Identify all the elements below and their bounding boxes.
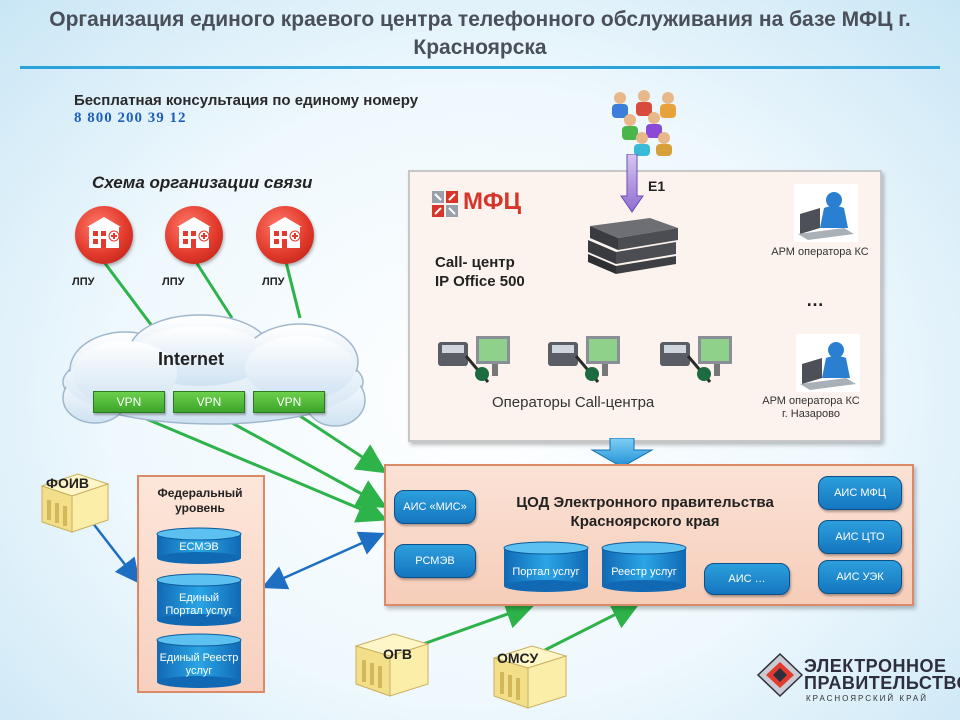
- mfc-to-cod-arrow-icon: [590, 438, 654, 468]
- operator-workstation-icon: [660, 336, 732, 383]
- more-arm-dots: …: [806, 290, 824, 310]
- db-reestr-fed: [156, 633, 242, 688]
- ais-mis-badge: АИС «МИС»: [394, 490, 476, 524]
- operator-desk-icon: [794, 184, 858, 242]
- db-portal-cod: [503, 541, 589, 592]
- mfc-logo-icon: [432, 191, 458, 217]
- db-portal-cod-label: Портал услуг: [512, 566, 580, 578]
- db-portal-fed-label: Единый Портал услуг: [165, 592, 233, 617]
- internet-label: Internet: [158, 349, 225, 369]
- people-group-icon: [612, 90, 676, 156]
- operator-workstation-icon: [438, 336, 510, 383]
- egov-logo-text: ЭЛЕКТРОННОЕ ПРАВИТЕЛЬСТВО: [804, 656, 960, 693]
- lpu-label: ЛПУ: [162, 276, 185, 288]
- operator-workstation-icon: [548, 336, 620, 383]
- egov-logo-icon: [756, 652, 804, 698]
- page-title: Организация единого краевого центра теле…: [49, 8, 911, 59]
- title-divider: [20, 66, 940, 69]
- foiv-label: ФОИВ: [46, 475, 90, 491]
- vpn-badge: VPN: [173, 391, 245, 413]
- government-building-icon: [40, 473, 110, 533]
- ogv-link: [411, 599, 536, 650]
- lpu-label: ЛПУ: [72, 276, 95, 288]
- e1-label: E1: [648, 178, 666, 194]
- foiv-link: [91, 521, 141, 584]
- federal-cod-link: [261, 531, 385, 590]
- arm-ks-label: АРМ оператора КС: [771, 246, 869, 258]
- lpu-link-1: [102, 261, 157, 331]
- ais-more-badge: АИС …: [704, 563, 790, 595]
- government-building-icon: [354, 633, 430, 697]
- omsu-link: [544, 601, 642, 652]
- lpu-link-2: [194, 261, 234, 319]
- db-esmev: [156, 527, 242, 564]
- government-building-icon: [492, 645, 568, 709]
- vpn-link-2: [211, 410, 388, 508]
- federal-title: Федеральный уровень: [157, 486, 243, 515]
- scheme-title: Схема организации связи: [92, 173, 313, 192]
- rsmev-badge: РСМЭВ: [394, 544, 476, 578]
- vpn-badge: VPN: [253, 391, 325, 413]
- lpu-link-3: [284, 261, 302, 319]
- hospital-icon: [75, 206, 133, 264]
- hospital-icon: [165, 206, 223, 264]
- lpu-label: ЛПУ: [262, 276, 285, 288]
- omsu-label: ОМСУ: [497, 650, 539, 666]
- server-icon: [588, 218, 678, 274]
- vpn-link-1: [129, 410, 388, 523]
- vpn-badge: VPN: [93, 391, 165, 413]
- db-portal-fed: [156, 573, 242, 626]
- hospital-icon: [256, 206, 314, 264]
- db-reestr-fed-label: Единый Реестр услуг: [159, 652, 239, 677]
- vpn-link-3: [293, 410, 388, 474]
- ais-uek-badge: АИС УЭК: [818, 560, 902, 594]
- ais-mfc-badge: АИС МФЦ: [818, 476, 902, 510]
- hotline-number: 8 800 200 39 12: [74, 110, 187, 126]
- db-esmev-label: ЕСМЭВ: [179, 541, 219, 553]
- mfc-logo-text: МФЦ: [463, 188, 522, 215]
- ogv-label: ОГВ: [383, 646, 412, 662]
- consultation-text: Бесплатная консультация по единому номер…: [74, 92, 419, 109]
- db-reestr-cod-label: Реестр услуг: [611, 566, 677, 578]
- db-reestr-cod: [601, 541, 687, 592]
- ais-cto-badge: АИС ЦТО: [818, 520, 902, 554]
- e1-arrow-icon: [620, 154, 644, 213]
- cod-title: ЦОД Электронного правительства Красноярс…: [516, 494, 774, 530]
- operator-desk-icon: [796, 334, 860, 392]
- call-center-label: Call- центр IP Office 500: [435, 254, 525, 290]
- operators-label: Операторы Call-центра: [492, 394, 655, 411]
- arm-nazarovo-label: АРМ оператора КС г. Назарово: [762, 395, 860, 420]
- egov-logo-subtitle: КРАСНОЯРСКИЙ КРАЙ: [806, 694, 928, 703]
